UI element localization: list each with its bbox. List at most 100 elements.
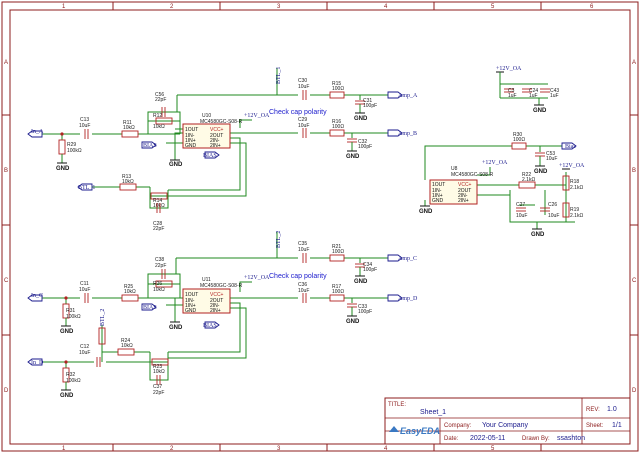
svg-text:BIAS: BIAS [203,153,217,159]
capacitor-c11: C11 10uF [79,281,90,303]
svg-text:C31: C31 [363,98,372,104]
svg-text:C33: C33 [358,304,367,310]
svg-text:R13: R13 [122,174,131,180]
capacitor-c56: C56 22pF [155,92,166,117]
svg-text:4: 4 [384,446,388,452]
svg-text:R24: R24 [121,338,130,344]
svg-text:100kΩ: 100kΩ [66,378,81,384]
svg-text:VCC+: VCC+ [210,292,224,298]
svg-text:100pF: 100pF [363,267,377,273]
gnd-u11: GND [169,321,183,331]
resistor-r18: R18 2.1kΩ [562,175,583,191]
svg-text:100kΩ: 100kΩ [66,314,81,320]
capacitor-c43: C43 1uF [540,88,559,99]
resistor-r12: R12 10kΩ [153,113,173,130]
svg-text:GND: GND [531,232,545,238]
bias-port [561,142,577,150]
resistor-r19: R19 2.1kΩ [562,202,583,219]
svg-text:GND: GND [419,209,433,215]
capacitor-c35: C35 10uF [298,241,309,263]
capacitor-c27: C27 10uF [516,202,527,219]
svg-text:C38: C38 [155,257,164,263]
svg-text:+12V_OA: +12V_OA [559,163,585,169]
capacitor-c3: C3 1uF [504,88,517,99]
inner-frame [9,9,631,445]
svg-text:2.1kΩ: 2.1kΩ [522,177,535,183]
svg-text:R15: R15 [332,81,341,87]
svg-text:GND: GND [60,329,74,335]
resistor-r25: R25 10kΩ [121,284,139,302]
amp-d-port [387,294,403,302]
svg-text:C27: C27 [516,202,525,208]
svg-text:BTL_1: BTL_1 [78,185,95,191]
zone-col-2: 2 [170,4,174,10]
zone-col-1: 1 [62,4,66,10]
svg-text:U10: U10 [202,113,211,119]
svg-text:10kΩ: 10kΩ [121,343,133,349]
svg-text:R19: R19 [570,207,579,213]
svg-text:C37: C37 [153,384,162,390]
svg-text:B: B [632,168,636,174]
svg-text:C28: C28 [153,221,162,227]
svg-text:1OUT: 1OUT [185,292,198,298]
svg-text:C13: C13 [80,117,89,123]
gnd-u10: GND [169,159,183,168]
capacitor-c30: C30 10uF [298,78,309,100]
sheet-key: Sheet: [586,423,604,429]
company-value: Your Company [482,422,529,429]
svg-text:1IN-: 1IN- [432,188,442,194]
in-d-port [27,358,43,366]
svg-text:10kΩ: 10kΩ [122,179,134,185]
capacitor-c36: C36 10uF [298,282,309,303]
svg-text:10kΩ: 10kΩ [153,124,165,130]
svg-text:Amp_D: Amp_D [398,296,418,302]
zone-col-3: 3 [277,4,281,10]
resistor-r32: R32 100kΩ GND [60,367,81,399]
svg-text:C: C [632,278,637,284]
drawn-by-key: Drawn By: [522,436,550,442]
svg-text:1IN+: 1IN+ [185,138,196,144]
svg-text:C32: C32 [358,139,367,145]
svg-text:BTL_2: BTL_2 [276,231,282,248]
svg-text:100pF: 100pF [363,103,377,109]
svg-text:GND: GND [346,154,360,160]
rev-value: 1.0 [607,406,617,413]
svg-text:C11: C11 [80,281,89,287]
svg-text:2IN+: 2IN+ [210,308,221,314]
capacitor-c29: C29 10uF [298,117,309,138]
capacitor-c37: C37 22pF [153,375,164,396]
svg-text:MC4580GC-S08-R: MC4580GC-S08-R [451,172,494,178]
amp-a-port [387,91,403,99]
svg-text:R17: R17 [332,284,341,290]
zone-col-4: 4 [384,4,388,10]
svg-text:10kΩ: 10kΩ [153,287,165,293]
svg-text:GND: GND [185,143,197,149]
svg-text:C3: C3 [508,88,515,94]
svg-text:2.1kΩ: 2.1kΩ [570,185,583,191]
svg-text:2IN-: 2IN- [210,303,220,309]
resistor-r30: R30 100Ω [511,132,527,150]
svg-text:C56: C56 [155,92,164,98]
svg-text:1uF: 1uF [508,93,517,99]
u10-channel-block: C13 10uF R29 100kΩ GND R11 10kΩ C56 22pF… [27,67,418,232]
svg-text:VCC+: VCC+ [458,182,472,188]
svg-text:U11: U11 [202,277,211,283]
svg-text:10uF: 10uF [298,84,309,90]
in-a-port [27,130,43,138]
capacitor-c12: C12 10uF [79,344,101,367]
note-check-cap-polarity-top: Check cap polarity [269,109,327,116]
svg-text:22pF: 22pF [155,263,166,269]
svg-text:R14: R14 [153,198,162,204]
svg-text:In_C: In_C [31,293,43,299]
capacitor-c53: C53 10uF GND [534,151,557,175]
svg-text:C26: C26 [548,202,557,208]
svg-text:C12: C12 [80,344,89,350]
ic-u10: U10 MC4580GC-S08-R 1OUT 1IN- 1IN+ GND VC… [182,113,243,149]
svg-text:BIAS: BIAS [143,143,157,149]
capacitor-c28: C28 22pF [153,203,164,232]
svg-text:A: A [632,60,636,66]
svg-text:10kΩ: 10kΩ [124,289,136,295]
svg-text:In_A: In_A [31,129,44,135]
